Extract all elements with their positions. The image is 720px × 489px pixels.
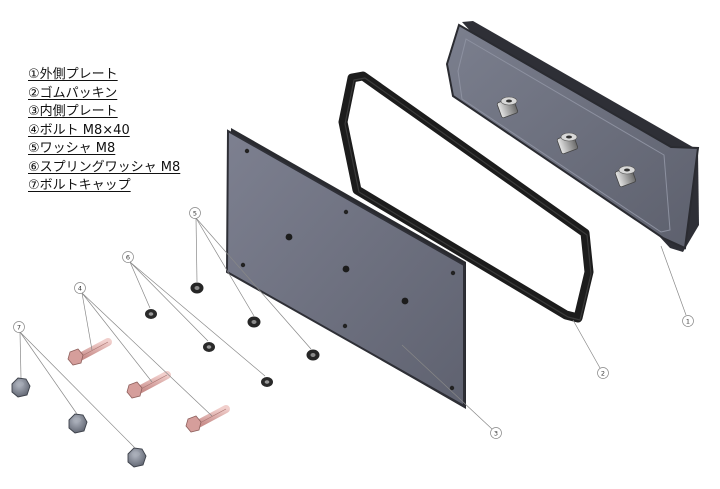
callout-3: 3 <box>490 427 502 439</box>
callout-1-label: 1 <box>686 317 690 325</box>
legend-item-spring-washer: ⑥スプリングワッシャ M8 <box>28 159 181 175</box>
callout-2: 2 <box>597 367 609 379</box>
inner-plate-bolt-hole <box>401 297 409 305</box>
callout-2-label: 2 <box>601 369 605 377</box>
bolt-cap <box>127 447 147 468</box>
inner-plate <box>225 128 466 409</box>
callout-4: 4 <box>74 282 86 294</box>
leader-lines <box>19 217 687 449</box>
callout-7: 7 <box>13 321 25 333</box>
callout-6-label: 6 <box>126 253 130 261</box>
spring-washer <box>203 342 215 352</box>
washer <box>190 282 204 294</box>
parts-legend: ①外側プレート ②ゴムパッキン ③内側プレート ④ボルト M8×40 ⑤ワッシャ… <box>28 66 203 196</box>
bolt <box>126 371 171 399</box>
inner-plate-bolt-hole <box>285 233 293 241</box>
callout-6: 6 <box>122 251 134 263</box>
outer-plate <box>445 21 700 252</box>
legend-item-inner-plate: ③内側プレート <box>28 104 118 119</box>
inner-plate-hole <box>244 148 250 154</box>
legend-item-washer: ⑤ワッシャ M8 <box>28 141 116 156</box>
callout-1: 1 <box>682 315 694 327</box>
legend-item-bolt-cap: ⑦ボルトキャップ <box>28 178 131 193</box>
bolt <box>185 405 230 433</box>
rubber-gasket <box>338 71 594 323</box>
inner-plate-bolt-hole <box>342 265 350 273</box>
callout-3-label: 3 <box>494 429 498 437</box>
callout-7-label: 7 <box>17 323 21 331</box>
inner-plate-hole <box>342 323 348 329</box>
outer-plate-stud <box>556 132 579 155</box>
outer-plate-stud <box>614 165 637 188</box>
spring-washer <box>261 377 273 387</box>
outer-plate-bevel <box>457 38 671 233</box>
bolt-cap <box>68 413 88 434</box>
inner-plate-hole <box>450 270 456 276</box>
inner-plate-hole <box>449 385 455 391</box>
callout-5-label: 5 <box>193 209 197 217</box>
bolt-cap <box>11 377 31 398</box>
legend-item-outer-plate: ①外側プレート <box>28 67 118 82</box>
callout-5: 5 <box>189 207 201 219</box>
outer-plate-stud <box>496 96 519 119</box>
inner-plate-hole <box>343 209 349 215</box>
callout-4-label: 4 <box>78 284 82 292</box>
bolt <box>67 338 112 366</box>
washer <box>247 316 261 328</box>
spring-washer <box>145 309 157 319</box>
inner-plate-hole <box>240 262 246 268</box>
legend-item-rubber-gasket: ②ゴムパッキン <box>28 85 118 101</box>
legend-item-bolt: ④ボルト M8×40 <box>28 122 130 138</box>
washer <box>306 349 320 361</box>
